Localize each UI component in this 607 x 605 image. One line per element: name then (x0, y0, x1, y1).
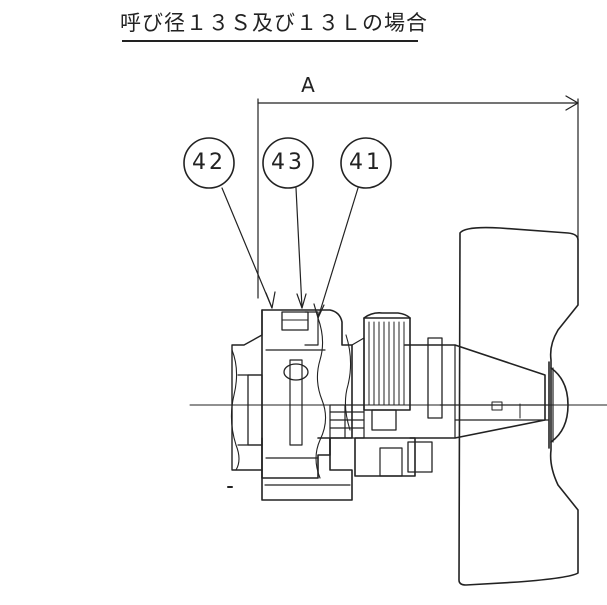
spindle-stem (404, 337, 549, 439)
title-underline (122, 40, 418, 42)
drawing-title: 呼び径１３Ｓ及び１３Ｌの場合 (120, 11, 428, 35)
balloon-43-label: 43 (271, 150, 305, 175)
knurled-cap (363, 312, 411, 431)
packing-section (329, 337, 365, 439)
balloon-41 (340, 137, 392, 189)
balloon-43 (262, 137, 314, 189)
valve-body (231, 309, 353, 479)
handle-wing (458, 226, 579, 586)
leader-lines (221, 187, 359, 319)
balloon-41-label: 41 (349, 150, 383, 175)
dimension-line-a (257, 95, 579, 299)
callout-balloons (183, 137, 392, 189)
break-lines (230, 317, 352, 479)
balloon-42-label: 42 (192, 150, 226, 175)
body-lower (261, 437, 433, 501)
balloon-42 (183, 137, 235, 189)
dimension-label-a: A (301, 73, 315, 97)
